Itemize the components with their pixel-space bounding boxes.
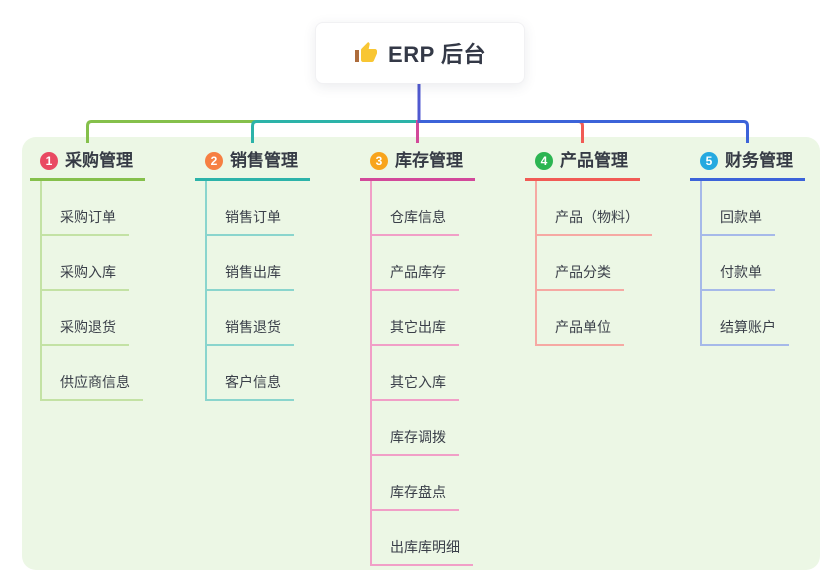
- children-group: 销售订单销售出库销售退货客户信息: [205, 181, 294, 401]
- child-node[interactable]: 其它入库: [372, 372, 459, 401]
- child-node[interactable]: 采购入库: [42, 262, 129, 291]
- branch-node[interactable]: 4 产品管理: [525, 150, 640, 181]
- child-node[interactable]: 结算账户: [702, 317, 789, 346]
- branch-column: 5 财务管理回款单付款单结算账户: [690, 150, 805, 346]
- child-node[interactable]: 销售订单: [207, 207, 294, 236]
- branch-label: 产品管理: [560, 151, 628, 170]
- branch-node[interactable]: 1 采购管理: [30, 150, 145, 181]
- child-node[interactable]: 产品分类: [537, 262, 624, 291]
- branch-node[interactable]: 3 库存管理: [360, 150, 475, 181]
- branch-column: 4 产品管理产品（物料） 产品分类产品单位: [525, 150, 652, 346]
- children-group: 产品（物料） 产品分类产品单位: [535, 181, 652, 346]
- branch-node[interactable]: 5 财务管理: [690, 150, 805, 181]
- branch-number-badge: 4: [535, 152, 553, 170]
- branch-number-badge: 3: [370, 152, 388, 170]
- branch-column: 1 采购管理采购订单采购入库采购退货供应商信息: [30, 150, 145, 401]
- children-group: 仓库信息产品库存其它出库其它入库库存调拨库存盘点出库库明细: [370, 181, 473, 566]
- children-group: 回款单付款单结算账户: [700, 181, 789, 346]
- thumbs-up-icon: [354, 41, 378, 65]
- branch-label: 财务管理: [725, 151, 793, 170]
- child-node[interactable]: 库存调拨: [372, 427, 459, 456]
- root-title: ERP 后台: [388, 42, 486, 67]
- branch-label: 采购管理: [65, 151, 133, 170]
- child-node[interactable]: 产品（物料）: [537, 207, 652, 236]
- branch-node[interactable]: 2 销售管理: [195, 150, 310, 181]
- branch-number-badge: 2: [205, 152, 223, 170]
- branch-number-badge: 5: [700, 152, 718, 170]
- branch-number-badge: 1: [40, 152, 58, 170]
- child-node[interactable]: 采购订单: [42, 207, 129, 236]
- branch-label: 库存管理: [395, 151, 463, 170]
- child-node[interactable]: 库存盘点: [372, 482, 459, 511]
- child-node[interactable]: 仓库信息: [372, 207, 459, 236]
- child-node[interactable]: 销售出库: [207, 262, 294, 291]
- child-node[interactable]: 客户信息: [207, 372, 294, 401]
- mindmap-panel: [22, 137, 820, 570]
- branch-column: 2 销售管理销售订单销售出库销售退货客户信息: [195, 150, 310, 401]
- child-node[interactable]: 产品单位: [537, 317, 624, 346]
- children-group: 采购订单采购入库采购退货供应商信息: [40, 181, 143, 401]
- child-node[interactable]: 出库库明细: [372, 537, 473, 566]
- child-node[interactable]: 回款单: [702, 207, 775, 236]
- child-node[interactable]: 其它出库: [372, 317, 459, 346]
- child-node[interactable]: 供应商信息: [42, 372, 143, 401]
- child-node[interactable]: 付款单: [702, 262, 775, 291]
- branch-column: 3 库存管理仓库信息产品库存其它出库其它入库库存调拨库存盘点出库库明细: [360, 150, 475, 566]
- child-node[interactable]: 产品库存: [372, 262, 459, 291]
- child-node[interactable]: 采购退货: [42, 317, 129, 346]
- branch-label: 销售管理: [230, 151, 298, 170]
- child-node[interactable]: 销售退货: [207, 317, 294, 346]
